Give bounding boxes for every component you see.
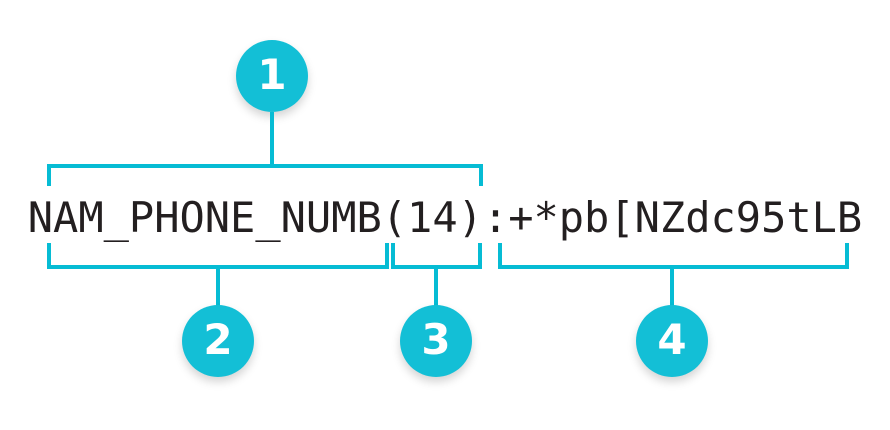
bracket-4-left-tick bbox=[498, 243, 502, 265]
bracket-1-left-tick bbox=[47, 164, 51, 186]
bracket-4-right-tick bbox=[845, 243, 849, 265]
bracket-1-right-tick bbox=[479, 164, 483, 186]
bracket-1-span bbox=[47, 164, 483, 168]
callout-bubble-3-label: 3 bbox=[421, 315, 451, 364]
callout-2-stem bbox=[216, 265, 220, 307]
callout-3-stem bbox=[434, 265, 438, 307]
callout-bubble-2[interactable]: 2 bbox=[182, 305, 254, 377]
callout-bubble-1-label: 1 bbox=[257, 50, 287, 99]
bracket-2-right-tick bbox=[385, 243, 389, 265]
bracket-3-right-tick bbox=[478, 243, 482, 265]
bracket-2-left-tick bbox=[47, 243, 51, 265]
callout-1-stem bbox=[270, 112, 274, 166]
callout-bubble-2-label: 2 bbox=[203, 315, 233, 364]
callout-bubble-1[interactable]: 1 bbox=[236, 40, 308, 112]
callout-4-stem bbox=[670, 265, 674, 307]
callout-bubble-3[interactable]: 3 bbox=[400, 305, 472, 377]
callout-bubble-4-label: 4 bbox=[657, 315, 687, 364]
code-string: NAM_PHONE_NUMB(14):+*pb[NZdc95tLB bbox=[27, 192, 863, 242]
bracket-3-left-tick bbox=[391, 243, 395, 265]
callout-bubble-4[interactable]: 4 bbox=[636, 305, 708, 377]
